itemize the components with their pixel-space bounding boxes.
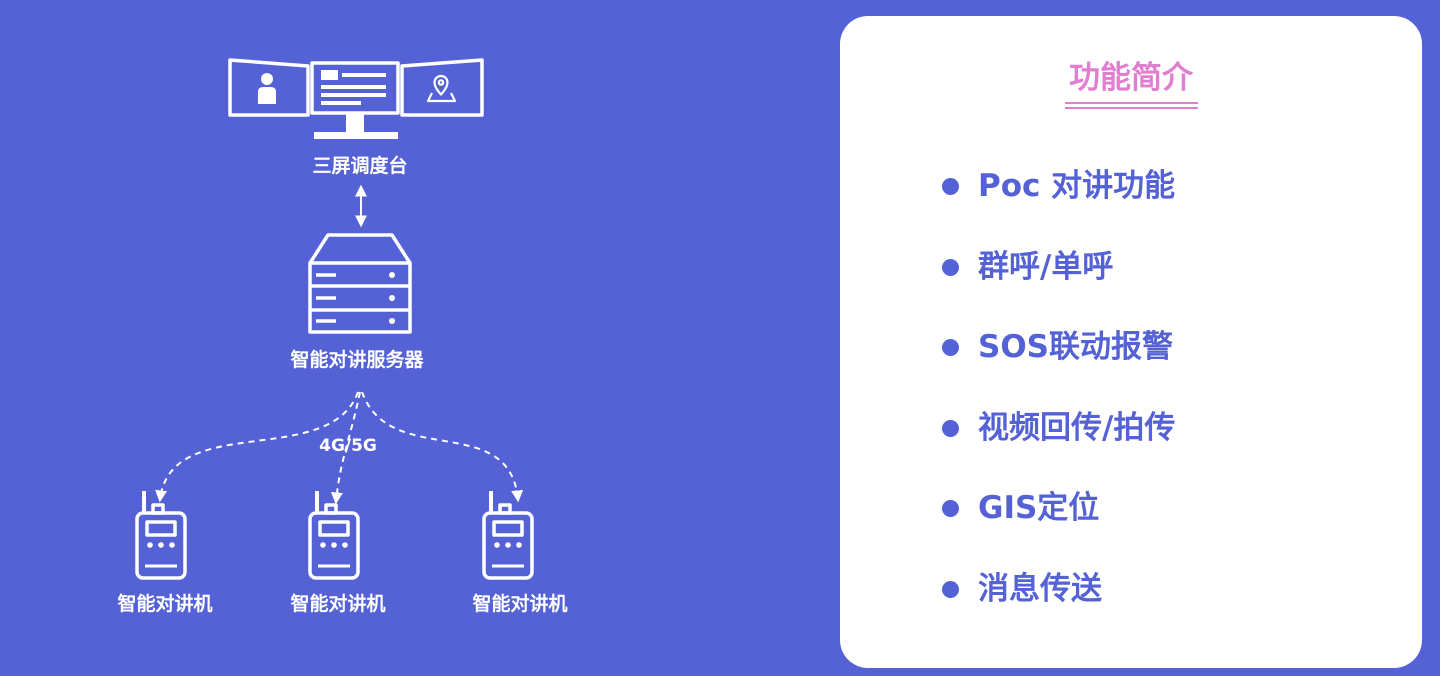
terminal-label: 智能对讲机 <box>472 592 567 615</box>
card-title: 功能简介 <box>1069 60 1193 96</box>
feature-item: 消息传送 <box>942 569 1175 650</box>
feature-label: Poc 对讲功能 <box>978 168 1176 204</box>
triple-monitor-icon <box>228 58 484 139</box>
terminal-label: 智能对讲机 <box>290 592 385 615</box>
feature-card: 功能简介 Poc 对讲功能 群呼/单呼 SOS联动报警 视频回传/拍传 GIS定… <box>840 16 1422 668</box>
feature-item: 视频回传/拍传 <box>942 408 1175 489</box>
system-architecture-diagram: 三屏调度台 智能对讲服务器 4G/5G <box>117 58 568 615</box>
feature-item: SOS联动报警 <box>942 327 1175 408</box>
user-icon <box>258 73 276 104</box>
map-pin-icon <box>426 74 457 103</box>
server-label: 智能对讲服务器 <box>290 348 424 371</box>
network-label: 4G/5G <box>319 436 377 456</box>
feature-label: 群呼/单呼 <box>978 248 1114 285</box>
server-terminal-link-right <box>361 391 524 503</box>
bullet-dot-icon <box>942 258 959 276</box>
feature-label: GIS定位 <box>978 490 1100 526</box>
feature-label: 视频回传/拍传 <box>978 409 1176 446</box>
feature-list: Poc 对讲功能 群呼/单呼 SOS联动报警 视频回传/拍传 GIS定位 消息传… <box>942 166 1175 649</box>
title-underline <box>1065 102 1198 109</box>
bullet-dot-icon <box>942 339 959 356</box>
server-rack-icon <box>308 233 412 334</box>
bullet-dot-icon <box>942 580 959 598</box>
feature-item: GIS定位 <box>942 488 1175 569</box>
feature-label: 消息传送 <box>978 570 1102 607</box>
bullet-dot-icon <box>942 500 959 517</box>
server-terminal-link-left <box>155 391 359 503</box>
feature-item: 群呼/单呼 <box>942 247 1175 328</box>
walkie-talkie-icon <box>135 491 187 580</box>
feature-label: SOS联动报警 <box>978 329 1174 365</box>
bullet-dot-icon <box>942 178 959 195</box>
walkie-talkie-icon <box>482 491 534 580</box>
dispatch-console-label: 三屏调度台 <box>312 154 407 177</box>
feature-item: Poc 对讲功能 <box>942 166 1175 247</box>
server-terminal-link-center <box>330 391 361 505</box>
bullet-dot-icon <box>942 419 959 437</box>
terminal-label: 智能对讲机 <box>117 592 212 615</box>
walkie-talkie-icon <box>308 491 360 580</box>
document-icon <box>321 70 386 105</box>
